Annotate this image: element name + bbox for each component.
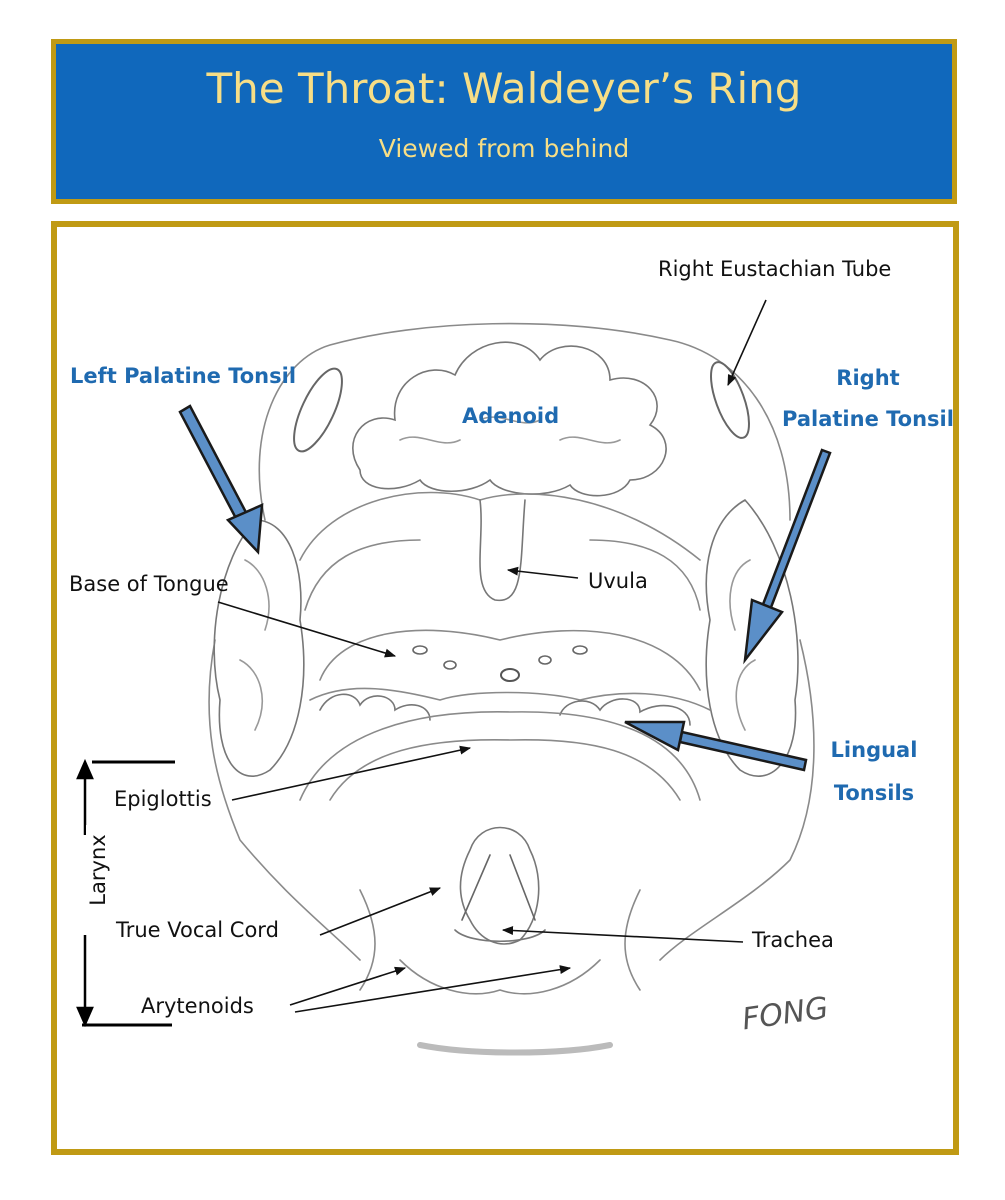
highlight-arrows <box>178 404 832 772</box>
left-palatine-tonsil-arrow <box>178 404 264 555</box>
label-true-vocal-cord: True Vocal Cord <box>116 918 279 942</box>
svg-text:FONG: FONG <box>740 991 831 1038</box>
label-uvula: Uvula <box>588 569 648 593</box>
sketch-outline <box>208 322 815 1056</box>
label-left-palatine-tonsil: Left Palatine Tonsil <box>70 364 297 388</box>
larynx-arrow <box>76 758 94 1028</box>
right-palatine-tonsil-arrow <box>743 448 832 665</box>
label-right-palatine-tonsil-line2: Palatine Tonsil <box>782 407 954 431</box>
label-trachea: Trachea <box>752 928 834 952</box>
label-right-palatine-tonsil-line1: Right <box>836 366 900 390</box>
lingual-tonsils-arrow <box>624 720 808 772</box>
illustration-panel <box>51 221 959 1155</box>
label-larynx: Larynx <box>86 825 110 915</box>
page-subtitle: Viewed from behind <box>378 134 630 163</box>
page-title: The Throat: Waldeyer’s Ring <box>206 64 802 113</box>
title-banner: The Throat: Waldeyer’s Ring Viewed from … <box>51 39 957 204</box>
label-lingual-tonsils-line2: Tonsils <box>833 781 915 805</box>
label-lingual-tonsils-line1: Lingual <box>830 738 918 762</box>
label-epiglottis: Epiglottis <box>114 787 212 811</box>
label-right-eustachian-tube: Right Eustachian Tube <box>658 257 892 281</box>
label-adenoid: Adenoid <box>462 404 560 428</box>
label-base-of-tongue: Base of Tongue <box>69 572 229 596</box>
larynx-bracket <box>82 760 175 1027</box>
artist-signature: FONG <box>740 991 831 1038</box>
label-arytenoids: Arytenoids <box>141 994 254 1018</box>
leader-lines <box>217 299 767 1013</box>
